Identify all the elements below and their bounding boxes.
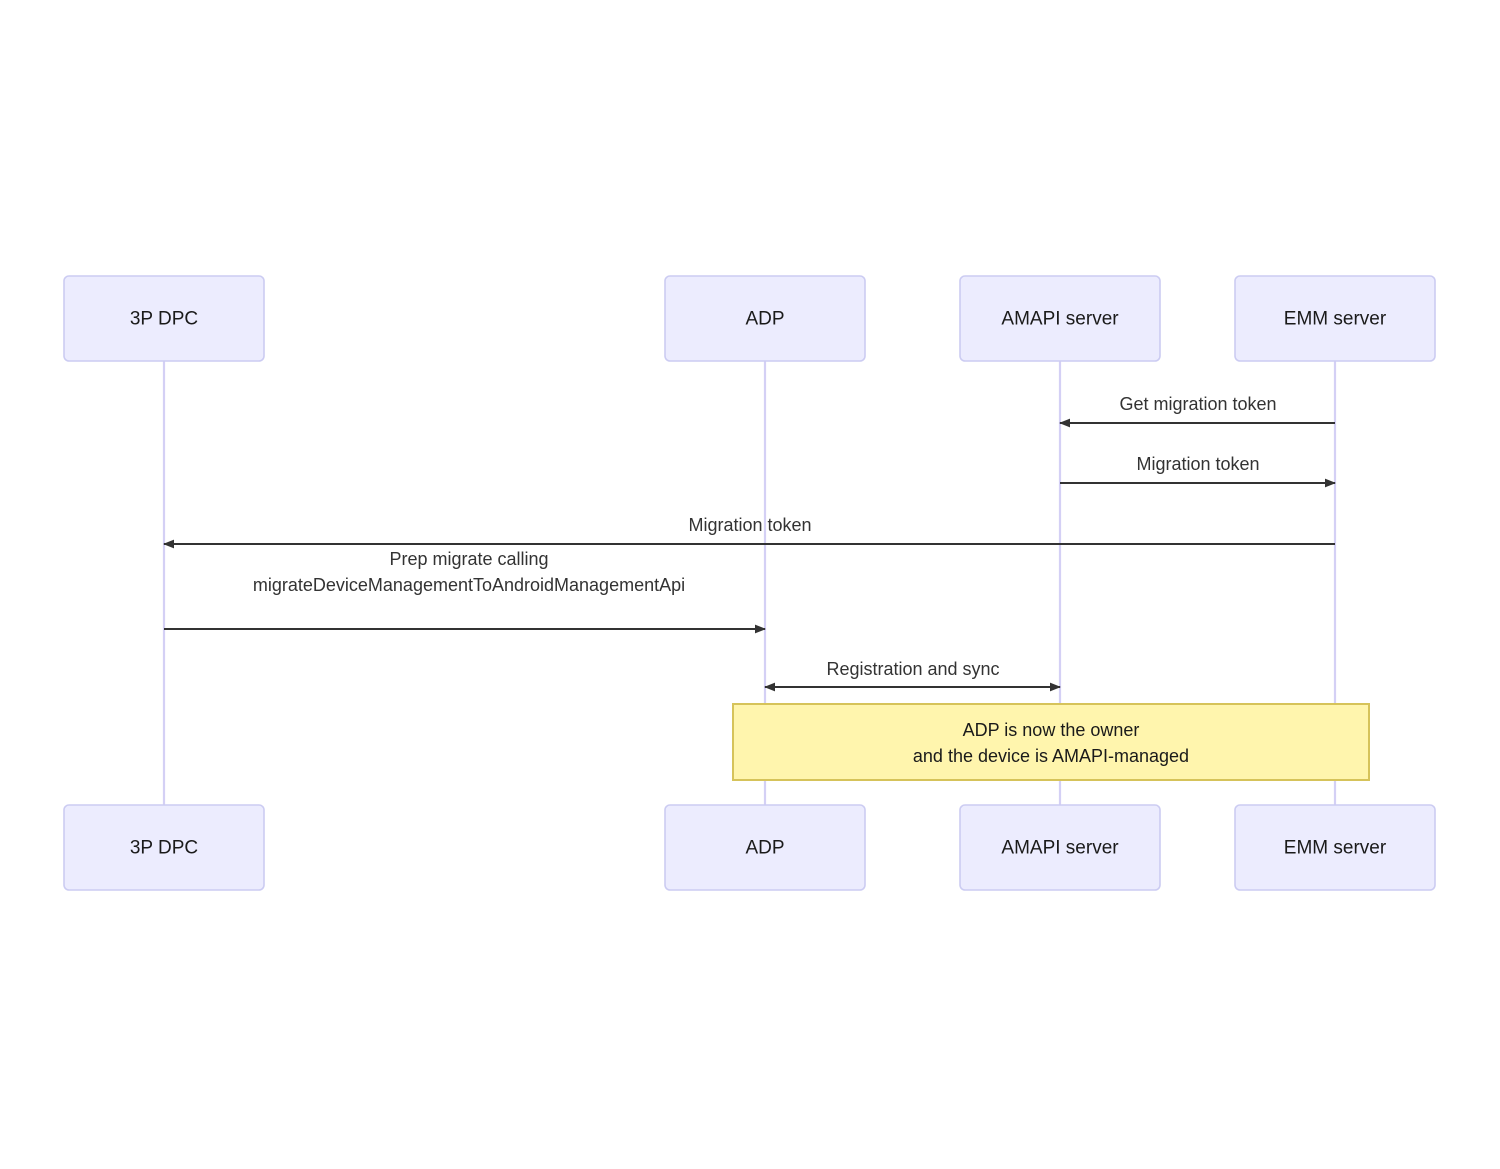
message-m4[interactable]: Prep migrate calling migrateDeviceManagem… [164,549,766,634]
participant-bottom-dpc[interactable]: 3P DPC [63,804,265,891]
participant-box [1234,804,1436,891]
message-m3[interactable]: Migration token [163,515,1335,549]
participant-label: EMM server [1284,838,1387,859]
message-m1[interactable]: Get migration token [1059,394,1335,428]
participant-label: EMM server [1284,309,1387,330]
participant-box [664,275,866,362]
message-m5[interactable]: Registration and sync [764,659,1061,692]
participant-box [959,804,1161,891]
participant-box [63,275,265,362]
note-box [732,703,1370,781]
note-line: and the device is AMAPI-managed [913,746,1189,766]
participant-box [63,804,265,891]
participant-top-emm[interactable]: EMM server [1234,275,1436,362]
participant-label: ADP [745,838,784,859]
note-line: ADP is now the owner [963,720,1140,740]
participant-top-dpc[interactable]: 3P DPC [63,275,265,362]
participant-label: 3P DPC [130,838,198,859]
participant-box [1234,275,1436,362]
participant-box [959,275,1161,362]
participant-bottom-amapi[interactable]: AMAPI server [959,804,1161,891]
participant-box [664,804,866,891]
message-label: Registration and sync [826,659,999,679]
message-label: Migration token [688,515,811,535]
message-label: migrateDeviceManagementToAndroidManageme… [253,575,685,595]
message-label: Prep migrate calling [389,549,548,569]
message-label: Get migration token [1119,394,1276,414]
participant-top-amapi[interactable]: AMAPI server [959,275,1161,362]
participant-top-adp[interactable]: ADP [664,275,866,362]
participant-label: 3P DPC [130,309,198,330]
message-label: Migration token [1136,454,1259,474]
notes-group: ADP is now the owner and the device is AM… [732,703,1370,781]
message-m2[interactable]: Migration token [1060,454,1336,488]
participant-label: ADP [745,309,784,330]
participant-label: AMAPI server [1001,309,1119,330]
participant-label: AMAPI server [1001,838,1119,859]
participant-bottom-emm[interactable]: EMM server [1234,804,1436,891]
participant-bottom-adp[interactable]: ADP [664,804,866,891]
note-n1: ADP is now the owner and the device is AM… [732,703,1370,781]
